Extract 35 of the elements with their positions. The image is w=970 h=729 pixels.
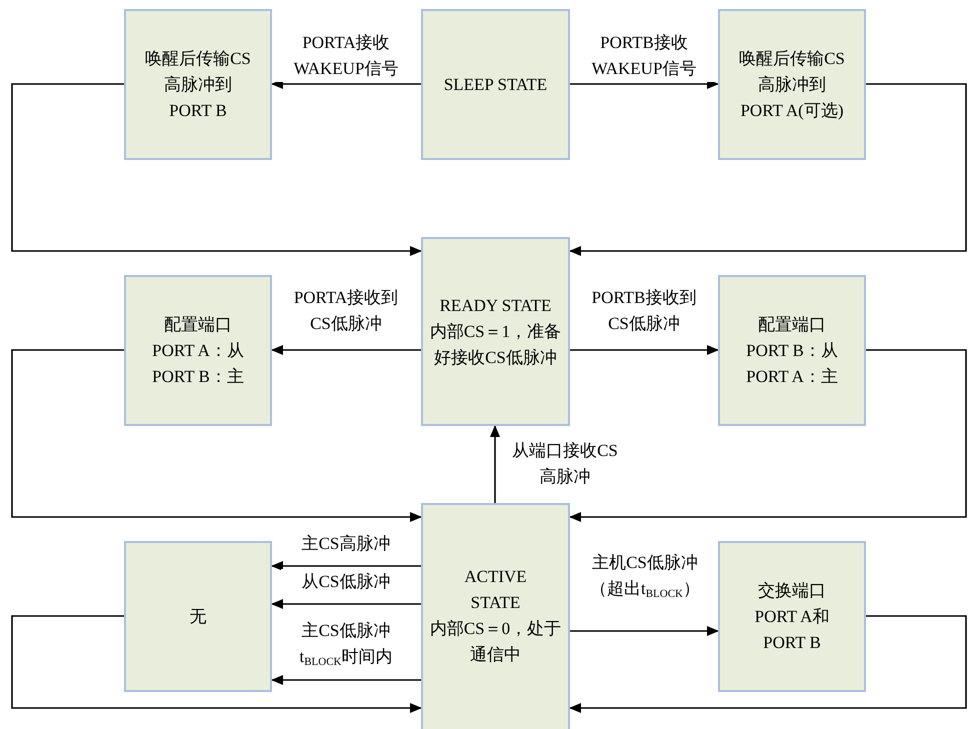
state-text: ACTIVE STATE	[463, 566, 528, 614]
arrow	[271, 561, 421, 571]
arrow	[570, 626, 719, 636]
state-box	[124, 541, 272, 692]
state-text: 内部CS＝1，准备好接收CS低脉冲	[428, 320, 562, 368]
arrow	[569, 615, 967, 713]
state-box	[124, 9, 272, 160]
state-text: 内部CS＝0，处于通信中	[428, 618, 562, 666]
state-text: SLEEP STATE	[444, 74, 548, 96]
state-text: 无	[190, 606, 206, 628]
arrow	[11, 349, 422, 522]
arrow	[271, 79, 421, 89]
state-text: 唤醒后传输CS 高脉冲到 PORT A(可选)	[738, 48, 846, 122]
arrow	[570, 345, 719, 355]
state-box	[718, 275, 866, 426]
arrow	[11, 615, 422, 713]
state-box	[421, 9, 570, 160]
state-box	[421, 237, 570, 426]
arrow	[570, 79, 719, 89]
arrow	[569, 83, 967, 256]
state-text: 配置端口 PORT A：从 PORT B：主	[151, 314, 245, 388]
arrow	[271, 675, 421, 685]
state-box	[421, 503, 570, 729]
arrow	[490, 425, 500, 503]
state-text: 交换端口 PORT A和 PORT B	[754, 580, 830, 654]
state-text: 配置端口 PORT B：从 PORT A：主	[745, 314, 839, 388]
arrow	[271, 345, 421, 355]
state-text: READY STATE	[440, 294, 552, 316]
arrow	[271, 599, 421, 609]
state-text: 唤醒后传输CS 高脉冲到 PORT B	[144, 48, 252, 122]
arrow	[569, 349, 967, 522]
state-box	[124, 275, 272, 426]
arrow	[11, 83, 422, 256]
state-box	[718, 9, 866, 160]
state-box	[718, 541, 866, 692]
